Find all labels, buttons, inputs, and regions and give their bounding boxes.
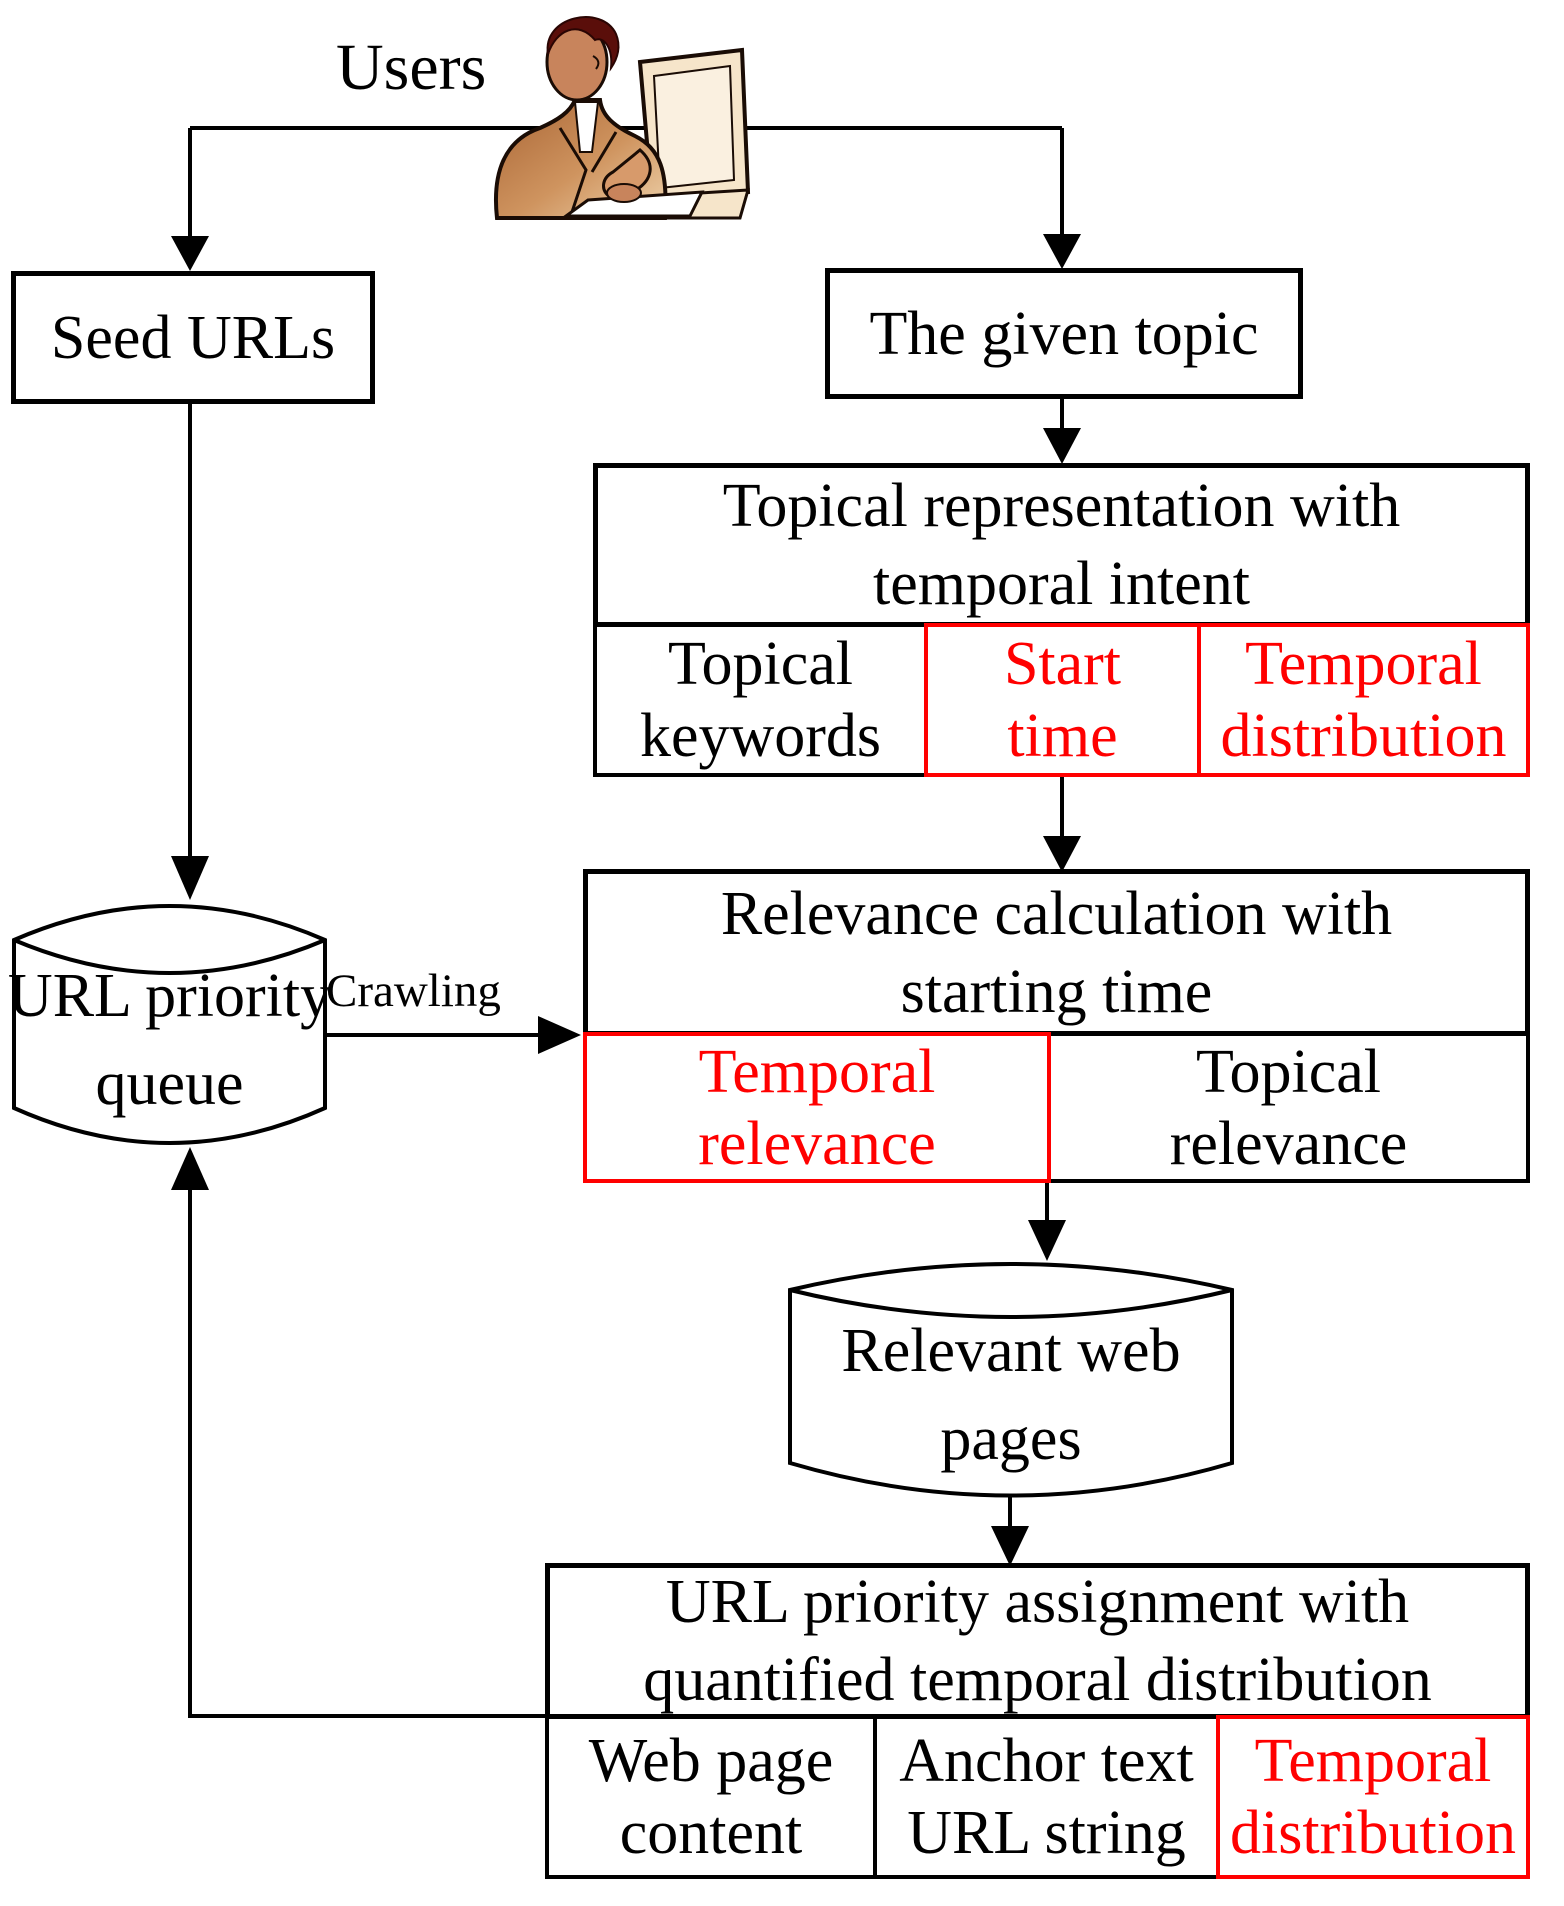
suit-lapel-left <box>558 127 588 219</box>
given-topic-node: The given topic <box>825 268 1303 399</box>
temporal-distribution-line2: distribution <box>1220 702 1507 770</box>
url-priority-queue-line1: URL priority <box>7 962 332 1030</box>
topical-keywords-cell: Topical keywords <box>593 623 928 777</box>
start-time-cell: Start time <box>924 623 1201 777</box>
person-hair <box>546 16 620 72</box>
topical-representation-title-line2: temporal intent <box>872 550 1251 618</box>
url-priority-queue-cylinder-lens <box>13 938 326 975</box>
temporal-relevance-cell: Temporal relevance <box>583 1032 1051 1183</box>
line-assignment-feedback-to-queue <box>188 1188 546 1718</box>
arrowhead-to-seed-urls <box>171 236 209 271</box>
relevant-web-pages-cylinder <box>788 1262 1234 1498</box>
seed-urls-node: Seed URLs <box>11 271 375 404</box>
web-page-content-line2: content <box>619 1799 803 1867</box>
temporal-distribution-cell: Temporal distribution <box>1197 623 1530 777</box>
start-time-line1: Start <box>1003 630 1122 698</box>
web-page-content-cell: Web page content <box>545 1715 877 1879</box>
url-priority-assignment-title-line2: quantified temporal distribution <box>643 1646 1432 1714</box>
topical-relevance-line1: Topical <box>1195 1037 1382 1106</box>
url-priority-assignment-title-line1: URL priority assignment with <box>665 1568 1410 1636</box>
url-priority-assignment-node: URL priority assignment with quantified … <box>545 1563 1530 1719</box>
relevant-web-pages-line1: Relevant web <box>841 1317 1181 1385</box>
arrowhead-to-representation <box>1043 428 1081 464</box>
arrowhead-to-relevant-pages <box>1028 1220 1066 1261</box>
seed-urls-label: Seed URLs <box>50 303 336 372</box>
arrowhead-to-given-topic <box>1043 234 1081 269</box>
topical-representation-node: Topical representation with temporal int… <box>593 463 1530 627</box>
arrowhead-to-queue-bottom <box>171 1147 209 1190</box>
relevance-calculation-title-line1: Relevance calculation with <box>720 879 1393 948</box>
relevant-web-pages-line2: pages <box>940 1405 1082 1473</box>
relevant-web-pages-cylinder-lens <box>789 1288 1233 1319</box>
topical-relevance-cell: Topical relevance <box>1047 1032 1530 1183</box>
topical-keywords-line1: Topical <box>667 630 854 698</box>
person-hand <box>606 183 642 203</box>
given-topic-label: The given topic <box>869 299 1259 368</box>
monitor-screen <box>652 64 736 190</box>
keyboard-icon <box>561 190 705 218</box>
user-at-computer-illustration <box>494 16 751 220</box>
datastore-shapes <box>12 904 1234 1498</box>
url-priority-queue-node: URL priority queue <box>8 940 331 1140</box>
temporal-relevance-line2: relevance <box>698 1109 936 1178</box>
anchor-text-url-string-cell: Anchor text URL string <box>873 1715 1220 1879</box>
arrowheads <box>171 234 1081 1566</box>
arrowhead-to-relevance <box>1043 836 1081 872</box>
person-face-line <box>592 55 600 70</box>
relevance-calculation-title-line2: starting time <box>900 957 1213 1026</box>
temporal-relevance-line1: Temporal <box>698 1037 936 1106</box>
relevance-calculation-node: Relevance calculation with starting time <box>583 869 1530 1036</box>
web-page-content-line1: Web page <box>588 1727 834 1795</box>
temporal-distribution-assignment-line1: Temporal <box>1254 1727 1492 1795</box>
shirt-collar <box>573 101 600 153</box>
anchor-text-line1: Anchor text <box>899 1727 1194 1795</box>
temporal-distribution-assignment-cell: Temporal distribution <box>1216 1715 1530 1879</box>
temporal-distribution-line1: Temporal <box>1245 630 1482 698</box>
users-label: Users <box>336 31 487 104</box>
url-priority-queue-line2: queue <box>95 1050 244 1118</box>
topical-keywords-line2: keywords <box>639 702 882 770</box>
connector-lines <box>188 126 1064 1718</box>
topical-relevance-line2: relevance <box>1169 1109 1408 1178</box>
temporal-distribution-assignment-line2: distribution <box>1230 1799 1516 1867</box>
topical-representation-title-line1: Topical representation with <box>722 472 1401 540</box>
suit-lapel-right <box>590 131 618 173</box>
start-time-line2: time <box>1007 702 1118 770</box>
arrowhead-to-assignment <box>991 1526 1029 1566</box>
arrowhead-crawling <box>538 1016 581 1054</box>
anchor-text-line2: URL string <box>907 1799 1186 1867</box>
relevant-web-pages-node: Relevant web pages <box>790 1295 1232 1495</box>
arrowhead-to-queue-top <box>171 856 209 900</box>
crawling-edge-label: Crawling <box>326 965 501 1017</box>
